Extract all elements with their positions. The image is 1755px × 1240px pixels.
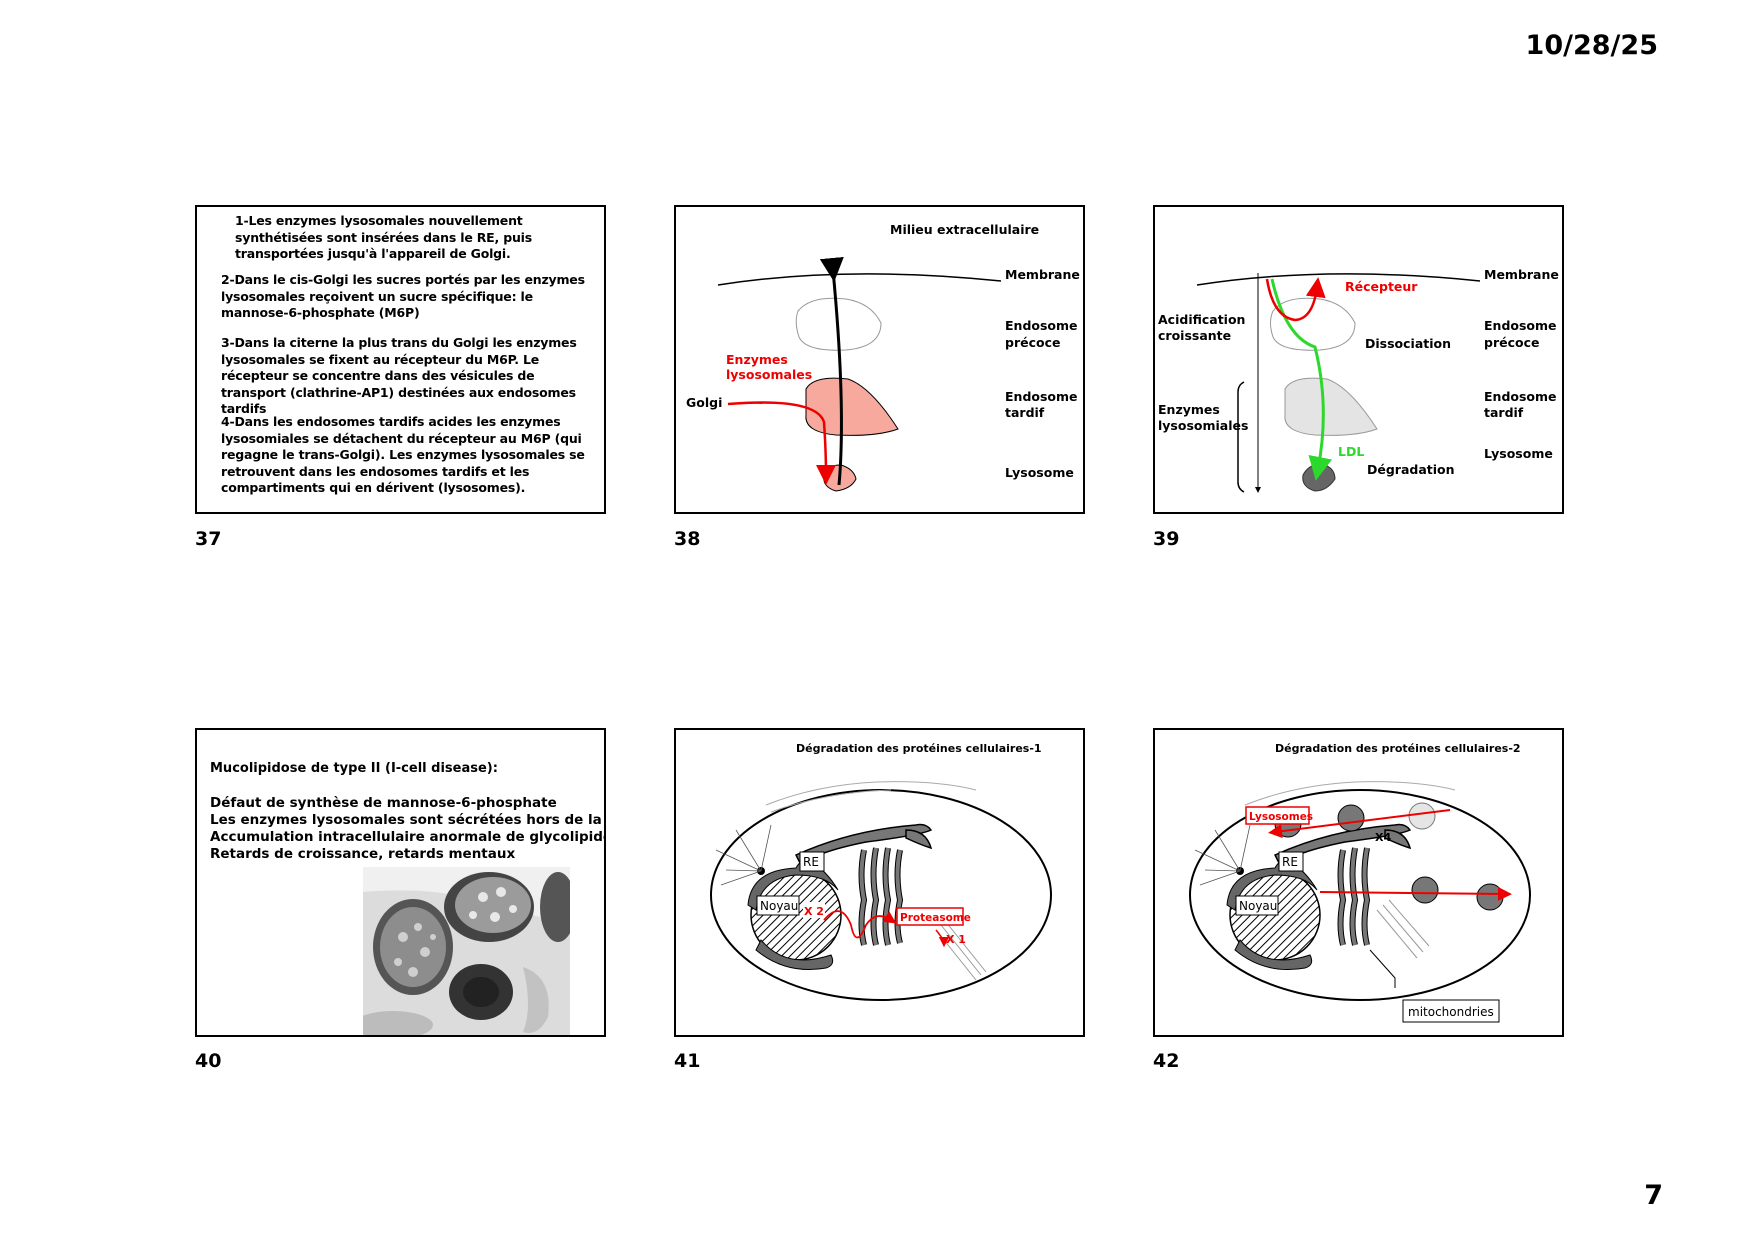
label-endosome-precoce-2: précoce	[1484, 335, 1539, 350]
label-endosome-precoce: Endosome	[1484, 318, 1557, 333]
text-line: Accumulation intracellulaire anormale de…	[210, 829, 606, 845]
label-degradation: Dégradation	[1367, 462, 1455, 477]
text-line: Défaut de synthèse de mannose-6-phosphat…	[210, 795, 557, 811]
text-line: Retards de croissance, retards mentaux	[210, 846, 516, 862]
re-label-box	[799, 851, 825, 872]
lysosomes-label-box	[1245, 806, 1310, 825]
label-enzymes-2: lysosomales	[726, 367, 812, 382]
text-line: Les enzymes lysosomales sont sécrétées h…	[210, 812, 604, 828]
lysosome-dot	[1411, 876, 1439, 904]
micrograph-image	[363, 867, 570, 1035]
slide-41: Dégradation des protéines cellulaires-1 …	[674, 728, 1085, 1037]
label-endosome-tardif: Endosome	[1005, 389, 1078, 404]
slide-39: Membrane Récepteur Acidification croissa…	[1153, 205, 1564, 514]
slide-number: 40	[195, 1050, 222, 1072]
golgi-stack	[1337, 847, 1371, 946]
label-recepteur: Récepteur	[1345, 279, 1418, 294]
protein-degradation-diagram-2: Dégradation des protéines cellulaires-2 …	[1189, 742, 1531, 1023]
slide-number: 37	[195, 528, 222, 550]
paragraph-1: 1-Les enzymes lysosomales nouvellement s…	[235, 213, 532, 261]
label-golgi: Golgi	[686, 395, 722, 410]
label-endosome-precoce-2: précoce	[1005, 335, 1060, 350]
label-ldl: LDL	[1338, 444, 1364, 459]
endocytosis-arrow	[819, 256, 844, 486]
label-acidification-2: croissante	[1158, 328, 1231, 343]
label-lysosomes: Lysosomes	[1249, 811, 1313, 823]
document-date: 10/28/25	[1525, 30, 1658, 61]
lysosome-dot	[1408, 802, 1436, 830]
lysosome-pathway-diagram: Milieu extracellulaire Membrane Endosome…	[686, 222, 1080, 492]
label-endosome-tardif: Endosome	[1484, 389, 1557, 404]
autophagy-arrow	[1268, 809, 1451, 839]
label-dissociation: Dissociation	[1365, 336, 1451, 351]
page-number: 7	[1644, 1180, 1663, 1211]
re-label-box	[1278, 851, 1304, 872]
degradation-path-arrow	[823, 910, 897, 939]
label-noyau: Noyau	[760, 899, 798, 913]
slide-title: Dégradation des protéines cellulaires-1	[796, 742, 1042, 755]
noyau-label-box	[756, 895, 800, 916]
early-endosome-shape	[795, 297, 882, 351]
label-enzymes-2: lysosomiales	[1158, 418, 1248, 433]
label-membrane: Membrane	[1484, 267, 1559, 282]
lysosome-dot	[1476, 883, 1504, 911]
label-acidification: Acidification	[1158, 312, 1245, 327]
late-endosome-shape	[1284, 377, 1378, 436]
proteasome-label-box	[896, 907, 964, 926]
label-x1: X 1	[946, 933, 966, 946]
slide-37: 1-Les enzymes lysosomales nouvellement s…	[195, 205, 606, 514]
label-membrane: Membrane	[1005, 267, 1080, 282]
endocytosis-arrow	[1319, 886, 1512, 901]
label-mitochondries: mitochondries	[1408, 1005, 1494, 1019]
paragraph-4: 4-Dans les endosomes tardifs acides les …	[221, 414, 585, 495]
slide-42: Dégradation des protéines cellulaires-2 …	[1153, 728, 1564, 1037]
label-x4: X4	[1375, 831, 1391, 844]
slide-title: Mucolipidose de type II (I-cell disease)…	[210, 761, 498, 776]
receptor-recycling-diagram: Membrane Récepteur Acidification croissa…	[1158, 267, 1559, 493]
paragraph-3: 3-Dans la citerne la plus trans du Golgi…	[221, 335, 577, 416]
label-re: RE	[1282, 855, 1298, 869]
label-endosome-tardif-2: tardif	[1005, 405, 1045, 420]
label-enzymes: Enzymes	[726, 352, 788, 367]
enzyme-transport-arrow	[727, 401, 836, 485]
lysosome-dot	[1337, 804, 1365, 832]
er-shape	[1273, 823, 1412, 867]
slide-number: 39	[1153, 528, 1180, 550]
label-re: RE	[803, 855, 819, 869]
er-shape	[794, 823, 933, 867]
label-proteasome: Proteasome	[900, 912, 971, 924]
noyau-label-box	[1235, 895, 1279, 916]
slide-title: Dégradation des protéines cellulaires-2	[1275, 742, 1521, 755]
late-endosome-shape	[805, 377, 899, 436]
bracket	[1237, 381, 1245, 493]
label-lysosome: Lysosome	[1005, 465, 1074, 480]
golgi-stack	[858, 847, 904, 946]
label-x2: X 2	[804, 905, 824, 918]
membrane-line	[717, 273, 1002, 286]
label-milieu: Milieu extracellulaire	[890, 222, 1039, 237]
slide-38: Milieu extracellulaire Membrane Endosome…	[674, 205, 1085, 514]
membrane-line	[1196, 273, 1481, 286]
slide-number: 42	[1153, 1050, 1180, 1072]
receptor-recycle-arrow	[1265, 277, 1326, 322]
slide-number: 41	[674, 1050, 701, 1072]
ldl-path-arrow	[1270, 278, 1333, 481]
mitochondries-pointer	[1369, 949, 1396, 988]
label-endosome-tardif-2: tardif	[1484, 405, 1524, 420]
mitochondries-label-box	[1402, 999, 1500, 1023]
label-enzymes: Enzymes	[1158, 402, 1220, 417]
slide-number: 38	[674, 528, 701, 550]
slide-40: Mucolipidose de type II (I-cell disease)…	[195, 728, 606, 1037]
label-endosome-precoce: Endosome	[1005, 318, 1078, 333]
label-lysosome: Lysosome	[1484, 446, 1553, 461]
paragraph-2: 2-Dans le cis-Golgi les sucres portés pa…	[221, 272, 585, 320]
protein-degradation-diagram-1: Dégradation des protéines cellulaires-1 …	[710, 742, 1052, 1001]
label-noyau: Noyau	[1239, 899, 1277, 913]
